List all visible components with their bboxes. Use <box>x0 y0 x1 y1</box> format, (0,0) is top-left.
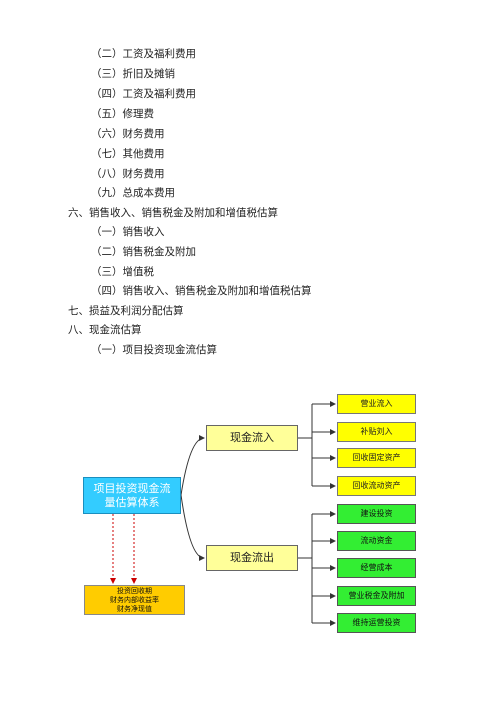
cash-out-item: 流动资金 <box>337 531 416 551</box>
outline-item: （八）财务费用 <box>91 168 165 180</box>
outline-item: （九）总成本费用 <box>91 187 175 199</box>
outline-item: （一）销售收入 <box>91 226 165 238</box>
connector-root-out <box>180 494 205 561</box>
cash-out-item: 建设投资 <box>337 504 416 524</box>
indicators-node: 投资回收期 财务内部收益率 财务净现值 <box>84 585 185 615</box>
dotted-arrows <box>110 514 137 584</box>
outline-item: （四）销售收入、销售税金及附加和增值税估算 <box>91 285 312 297</box>
cash-in-item: 补贴刘入 <box>337 422 416 442</box>
outline-heading: 八、现金流估算 <box>68 324 142 336</box>
connector-lines <box>110 401 336 626</box>
outline-item: （二）工资及福利费用 <box>91 48 196 60</box>
cash-in-item: 回收固定资产 <box>337 448 416 468</box>
indicator-item: 投资回收期 <box>117 586 152 595</box>
outline-heading: 七、损益及利润分配估算 <box>68 305 184 317</box>
cash-out-item: 营业税金及附加 <box>337 586 416 606</box>
outline-item: （三）折旧及摊销 <box>91 68 175 80</box>
cash-in-node: 现金流入 <box>206 425 298 451</box>
outline-item: （四）工资及福利费用 <box>91 88 196 100</box>
cash-in-item: 回收流动资产 <box>337 476 416 496</box>
indicator-item: 财务净现值 <box>117 604 152 613</box>
outline-item: （一）项目投资现金流估算 <box>91 344 217 356</box>
connector-root-in <box>180 435 205 496</box>
root-node: 项目投资现金流量估算体系 <box>83 477 181 514</box>
cash-in-item: 营业流入 <box>337 394 416 414</box>
cash-out-node: 现金流出 <box>206 545 298 571</box>
outline-item: （五）修理费 <box>91 108 154 120</box>
cash-out-item: 维持运营投资 <box>337 613 416 633</box>
cash-flow-diagram: 项目投资现金流量估算体系 现金流入 现金流出 营业流入 补贴刘入 回收固定资产 … <box>0 380 500 660</box>
cash-out-item: 经营成本 <box>337 558 416 578</box>
indicator-item: 财务内部收益率 <box>110 595 159 604</box>
outline-item: （二）销售税金及附加 <box>91 246 196 258</box>
outline-heading: 六、销售收入、销售税金及附加和增值税估算 <box>68 207 278 219</box>
outline-item: （六）财务费用 <box>91 128 165 140</box>
outline-item: （三）增值税 <box>91 266 154 278</box>
outline-item: （七）其他费用 <box>91 148 165 160</box>
